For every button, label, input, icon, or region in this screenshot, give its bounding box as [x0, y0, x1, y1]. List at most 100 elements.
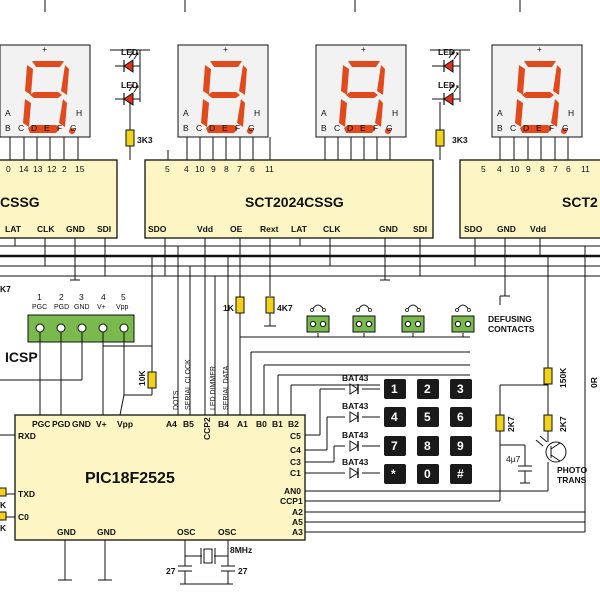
svg-text:2: 2 — [59, 292, 64, 302]
svg-text:0R: 0R — [589, 377, 599, 388]
svg-text:Vpp: Vpp — [117, 419, 133, 429]
keypad-key[interactable]: 4 — [384, 407, 406, 427]
svg-text:BAT43: BAT43 — [342, 373, 369, 383]
svg-text:C: C — [334, 123, 340, 133]
keypad-key[interactable]: 0 — [417, 464, 439, 484]
keypad-key[interactable]: 3 — [450, 379, 472, 399]
defusing-contacts: DEFUSING CONTACTS — [240, 296, 535, 338]
svg-text:PGD: PGD — [52, 419, 70, 429]
resistor-1k: 1K — [223, 296, 245, 314]
keypad-key[interactable]: * — [384, 464, 406, 484]
svg-text:SDI: SDI — [413, 224, 427, 234]
svg-text:4: 4 — [391, 410, 398, 424]
svg-text:9: 9 — [526, 164, 531, 174]
svg-text:V+: V+ — [96, 419, 107, 429]
svg-text:+: + — [537, 44, 542, 54]
svg-text:SDO: SDO — [464, 224, 483, 234]
svg-text:+: + — [223, 44, 228, 54]
svg-text:150K: 150K — [558, 367, 568, 388]
svg-text:B1: B1 — [272, 419, 283, 429]
svg-text:CCP1: CCP1 — [280, 496, 303, 506]
svg-text:LED: LED — [438, 80, 455, 90]
keypad-key[interactable]: 6 — [450, 407, 472, 427]
svg-text:E: E — [360, 123, 366, 133]
svg-text:PGC: PGC — [32, 419, 50, 429]
driver-chip-center: SCT2024CSSG 5 4 10 9 8 7 6 11 SDO Vdd OE… — [144, 159, 434, 239]
svg-text:RXD: RXD — [18, 431, 36, 441]
svg-text:11: 11 — [265, 164, 274, 174]
svg-text:4µ7: 4µ7 — [506, 454, 521, 464]
keypad-key[interactable]: 7 — [384, 436, 406, 456]
svg-text:9: 9 — [457, 439, 464, 453]
svg-text:G: G — [562, 123, 569, 133]
svg-text:5: 5 — [121, 292, 126, 302]
resistor-2k7-a — [495, 414, 505, 432]
keypad-key[interactable]: # — [450, 464, 472, 484]
resistor-k-a — [0, 487, 7, 497]
svg-text:H: H — [76, 108, 82, 118]
svg-text:2K7: 2K7 — [506, 416, 516, 432]
svg-text:Vdd: Vdd — [197, 224, 213, 234]
svg-text:*: * — [391, 467, 396, 481]
svg-text:GND: GND — [72, 419, 91, 429]
svg-text:V+: V+ — [97, 304, 106, 311]
svg-text:15: 15 — [75, 164, 85, 174]
svg-text:3: 3 — [457, 382, 464, 396]
contact-connector-3 — [401, 304, 425, 333]
svg-text:K: K — [0, 500, 7, 510]
svg-text:27: 27 — [238, 566, 248, 576]
svg-text:D: D — [347, 123, 353, 133]
svg-text:4: 4 — [184, 164, 189, 174]
svg-text:5: 5 — [481, 164, 486, 174]
svg-text:8: 8 — [224, 164, 229, 174]
svg-text:A: A — [497, 108, 503, 118]
svg-text:7: 7 — [553, 164, 558, 174]
driver-chip-right: SCT2 5 4 10 9 8 7 6 11 SDO GND Vdd — [459, 159, 600, 239]
svg-text:10K: 10K — [137, 370, 147, 386]
svg-text:SERIAL CLOCK: SERIAL CLOCK — [185, 359, 192, 410]
signal-labels: DOTS SERIAL CLOCK LED DIMMER SERIAL DATA — [173, 359, 230, 410]
svg-text:4K7: 4K7 — [277, 303, 293, 313]
svg-text:A4: A4 — [166, 419, 177, 429]
phototransistor-section: 2K7 150K 2K7 PHOTO TRANS 4µ7 0R — [495, 360, 599, 532]
svg-text:LED: LED — [121, 80, 138, 90]
svg-text:TXD: TXD — [18, 489, 35, 499]
svg-text:B: B — [497, 123, 503, 133]
svg-text:LED: LED — [121, 47, 138, 57]
svg-text:A: A — [183, 108, 189, 118]
icsp-connector: 1 2 3 4 5 PGC PGD GND V+ Vpp ICSP — [0, 292, 152, 416]
svg-text:LAT: LAT — [291, 224, 308, 234]
svg-text:PHOTO: PHOTO — [557, 465, 587, 475]
svg-text:6: 6 — [566, 164, 571, 174]
svg-text:PIC18F2525: PIC18F2525 — [85, 470, 175, 487]
svg-text:PGD: PGD — [54, 304, 69, 311]
mcu-chip: PIC18F2525 PGC PGD GND V+ Vpp A4 B5 CCP2… — [14, 414, 306, 541]
keypad-key[interactable]: 2 — [417, 379, 439, 399]
resistor-10k: 10K — [137, 370, 157, 395]
diode-icon — [349, 440, 359, 452]
svg-text:A1: A1 — [237, 419, 248, 429]
svg-text:10: 10 — [510, 164, 520, 174]
svg-text:SCT2: SCT2 — [562, 194, 598, 210]
keypad-key[interactable]: 9 — [450, 436, 472, 456]
keypad-key[interactable]: 1 — [384, 379, 406, 399]
keypad-key[interactable]: 5 — [417, 407, 439, 427]
svg-text:F: F — [57, 123, 62, 133]
led-group-left: LED LED 3K3 — [110, 47, 153, 160]
svg-text:E: E — [222, 123, 228, 133]
svg-text:4: 4 — [497, 164, 502, 174]
svg-text:B: B — [5, 123, 11, 133]
svg-text:B: B — [321, 123, 327, 133]
svg-text:SDI: SDI — [97, 224, 111, 234]
svg-text:GND: GND — [57, 527, 76, 537]
svg-text:3K3: 3K3 — [137, 135, 153, 145]
svg-text:5: 5 — [424, 410, 431, 424]
svg-text:B0: B0 — [256, 419, 267, 429]
svg-text:F: F — [373, 123, 378, 133]
keypad-key[interactable]: 8 — [417, 436, 439, 456]
svg-text:GND: GND — [74, 304, 90, 311]
svg-text:ICSP: ICSP — [5, 349, 38, 365]
svg-text:C3: C3 — [290, 457, 301, 467]
svg-text:A3: A3 — [292, 527, 303, 537]
svg-text:7: 7 — [237, 164, 242, 174]
